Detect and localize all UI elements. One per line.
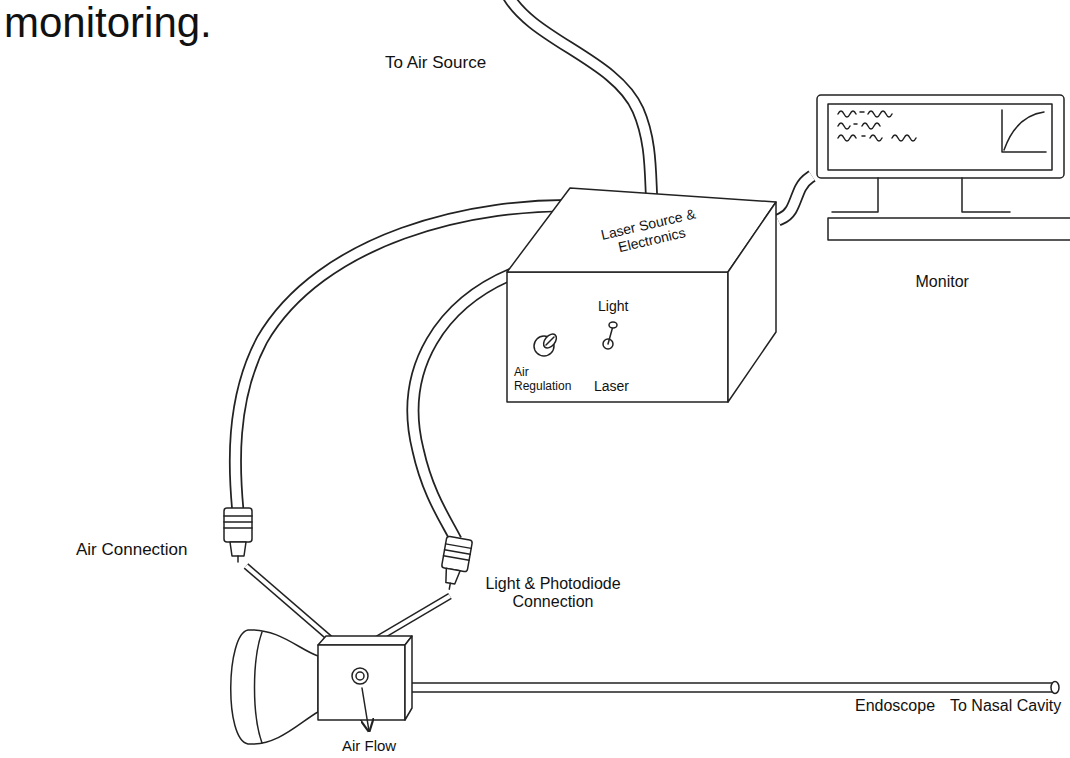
air-knob-face bbox=[541, 332, 559, 351]
air-knob-slot bbox=[546, 337, 554, 345]
screen-frame bbox=[817, 95, 1064, 178]
port-inner bbox=[372, 596, 450, 642]
unit-front-face bbox=[507, 272, 728, 402]
collar-bands bbox=[444, 544, 472, 560]
toggle-cap bbox=[609, 322, 617, 328]
cable-outline bbox=[413, 270, 522, 540]
connector-collar bbox=[224, 508, 252, 542]
air-flow-arrow bbox=[362, 688, 369, 731]
slide-title: monitoring. bbox=[4, 0, 212, 46]
direction-label: To Nasal Cavity bbox=[950, 697, 1061, 715]
handle-side bbox=[405, 636, 412, 720]
hose-outline bbox=[506, 0, 652, 205]
device-label: Monitor bbox=[916, 273, 969, 291]
connector-pin bbox=[237, 556, 239, 562]
screen-graph-axes bbox=[1002, 110, 1046, 152]
screen-glass bbox=[828, 104, 1052, 170]
node-outline bbox=[500, 180, 778, 406]
hose-label: To Air Source bbox=[385, 53, 486, 73]
connector-collar bbox=[441, 536, 472, 572]
screen-graph-curve bbox=[1004, 112, 1044, 150]
collar-bands bbox=[224, 516, 252, 528]
monitor-stand-right bbox=[962, 178, 1010, 212]
light-connector bbox=[438, 536, 473, 592]
knob-label: Air Regulation bbox=[514, 366, 584, 394]
part-label: Light & Photodiode Connection bbox=[468, 575, 638, 612]
connector-plug bbox=[444, 568, 460, 584]
data-cable bbox=[778, 176, 812, 220]
connector-pin bbox=[449, 583, 450, 589]
handle-front bbox=[318, 645, 405, 720]
endoscope-tip bbox=[1051, 682, 1059, 694]
screen-readout-scribble bbox=[838, 135, 916, 141]
eyepiece-ring bbox=[255, 632, 263, 743]
endoscope-shaft bbox=[405, 683, 1053, 692]
screen-readout-scribble bbox=[838, 123, 880, 129]
cable-outline bbox=[778, 176, 812, 220]
monitor-stand-left bbox=[832, 178, 878, 212]
handle-top bbox=[318, 636, 412, 645]
monitor-base bbox=[828, 218, 1070, 240]
endoscope bbox=[231, 630, 1059, 744]
screen-readout-scribble bbox=[838, 111, 892, 117]
cable-inner bbox=[778, 176, 812, 220]
monitor-display: Monitor bbox=[812, 90, 1070, 300]
part-label: Air Connection bbox=[76, 540, 188, 560]
hose-inner bbox=[506, 0, 652, 205]
unit-side-face bbox=[728, 202, 776, 402]
air-button-center bbox=[356, 672, 364, 680]
laser-source-unit: Laser Source & ElectronicsAir Regulation… bbox=[500, 180, 778, 406]
air-source-hose bbox=[506, 0, 652, 205]
light-port bbox=[372, 596, 450, 642]
unit-top-face bbox=[507, 188, 776, 272]
node-outline bbox=[812, 90, 1070, 300]
cable-inner bbox=[413, 270, 522, 540]
port-outline bbox=[372, 596, 450, 642]
connector-plug bbox=[230, 542, 246, 556]
air-connector bbox=[224, 508, 252, 562]
flow-label: Air Flow bbox=[342, 737, 396, 754]
part-label: Endoscope bbox=[855, 697, 935, 715]
switch-label: Laser bbox=[594, 378, 629, 394]
air-button bbox=[352, 668, 368, 684]
eyepiece bbox=[231, 630, 318, 744]
light-cable bbox=[413, 270, 522, 540]
switch-label: Light bbox=[598, 298, 628, 314]
